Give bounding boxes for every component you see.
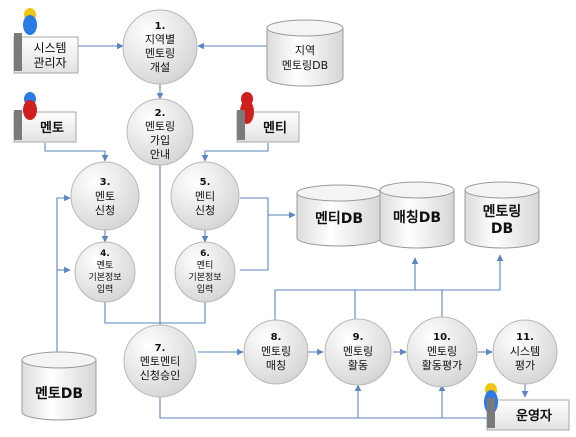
step-number: 4. (100, 249, 110, 259)
edge-s6-to-menteedb (240, 215, 269, 271)
actor-label-line2: 관리자 (33, 56, 66, 70)
step-label-line2: 기본정보 (188, 272, 221, 283)
step-label-line3: 입력 (97, 283, 114, 295)
step-label-line1: 멘토 (97, 260, 114, 271)
step-2: 2. 멘토링 가입 안내 (126, 98, 194, 166)
step-8: 8. 멘토링 매칭 (243, 319, 309, 385)
step-label-line2: 매칭 (266, 359, 286, 372)
step-6: 6. 멘티 기본정보 입력 (174, 241, 236, 303)
edge-db-bus (274, 254, 504, 320)
step-number: 3. (100, 177, 111, 188)
db-matching: 매칭DB (379, 181, 455, 249)
step-11: 11. 시스템 평가 (492, 319, 558, 385)
edge-mentor-to-s3 (44, 143, 109, 162)
step-label-line3: 개설 (150, 61, 170, 74)
edge-mentordb-to-s3s4 (56, 194, 71, 358)
actor-label-line1: 시스템 (33, 41, 66, 55)
db-label: 멘토DB (35, 386, 83, 402)
step-number: 7. (155, 343, 166, 354)
step-number: 11. (516, 332, 534, 343)
step-3: 3. 멘토 신청 (70, 161, 140, 231)
db-label-line1: 지역 (295, 44, 315, 57)
step-number: 1. (155, 21, 166, 32)
step-label-line1: 멘토링 (343, 345, 373, 358)
step-label-line2: 기본정보 (88, 272, 121, 283)
step-label-line2: 멘토링 (145, 47, 175, 60)
step-label-line1: 멘토링 (145, 120, 175, 133)
step-label-line3: 안내 (150, 148, 170, 161)
step-label-line1: 멘토링 (427, 345, 457, 358)
actor-system-admin: 시스템 관리자 (13, 8, 79, 74)
actor-mentee: 멘티 (236, 92, 300, 143)
step-label-line2: 평가 (515, 359, 535, 372)
step-number: 2. (155, 108, 166, 119)
step-label-line1: 멘티 (197, 260, 214, 271)
step-9: 9. 멘토링 활동 (324, 318, 392, 386)
actor-label: 멘토 (40, 120, 64, 136)
step-label-line3: 입력 (197, 283, 214, 295)
db-label: 멘티DB (315, 211, 363, 227)
step-label-line2: 가입 (150, 134, 170, 147)
step-label-line1: 지역별 (145, 33, 175, 46)
edge-s5-to-menteedb (240, 197, 296, 219)
edge-mentee-to-s5 (201, 143, 269, 162)
actor-operator: 운영자 (484, 383, 570, 431)
step-label-line2: 활동평가 (422, 358, 462, 372)
step-5: 5. 멘티 신청 (170, 161, 240, 231)
db-label-line2: DB (491, 221, 513, 237)
step-label-line2: 신청 (95, 204, 115, 217)
db-mentor: 멘토DB (21, 351, 97, 421)
db-regional-mentoring: 지역 멘토링DB (266, 19, 344, 87)
edges (44, 42, 529, 419)
edge-s6-to-s7 (160, 300, 206, 324)
step-number: 8. (271, 332, 282, 343)
db-label-line2: 멘토링DB (282, 59, 328, 72)
step-1: 1. 지역별 멘토링 개설 (122, 9, 198, 85)
db-label: 매칭DB (393, 210, 441, 226)
edge-operator-to-s7 (156, 389, 490, 419)
actor-label: 운영자 (516, 409, 552, 424)
step-number: 6. (200, 249, 210, 259)
step-number: 5. (200, 177, 211, 188)
step-7: 7. 멘토멘티 신청승인 (123, 324, 197, 398)
step-10: 10. 멘토링 활동평가 (406, 316, 478, 388)
actor-mentor: 멘토 (13, 92, 77, 143)
db-mentoring: 멘토링 DB (464, 181, 540, 249)
step-label-line1: 시스템 (510, 345, 540, 358)
step-label-line2: 신청승인 (140, 369, 180, 382)
step-label-line2: 활동 (348, 358, 368, 372)
step-label-line2: 신청 (195, 204, 215, 217)
actor-label: 멘티 (263, 120, 287, 136)
step-label-line1: 멘토멘티 (140, 355, 180, 368)
step-number: 10. (433, 332, 451, 343)
edge-s4-to-s7 (104, 300, 160, 324)
step-4: 4. 멘토 기본정보 입력 (74, 241, 136, 303)
step-number: 9. (353, 332, 364, 343)
step-label-line1: 멘티 (195, 190, 215, 203)
db-mentee: 멘티DB (296, 184, 382, 247)
step-label-line1: 멘토링 (261, 345, 291, 358)
db-label-line1: 멘토링 (483, 203, 522, 220)
step-label-line1: 멘토 (95, 190, 115, 203)
